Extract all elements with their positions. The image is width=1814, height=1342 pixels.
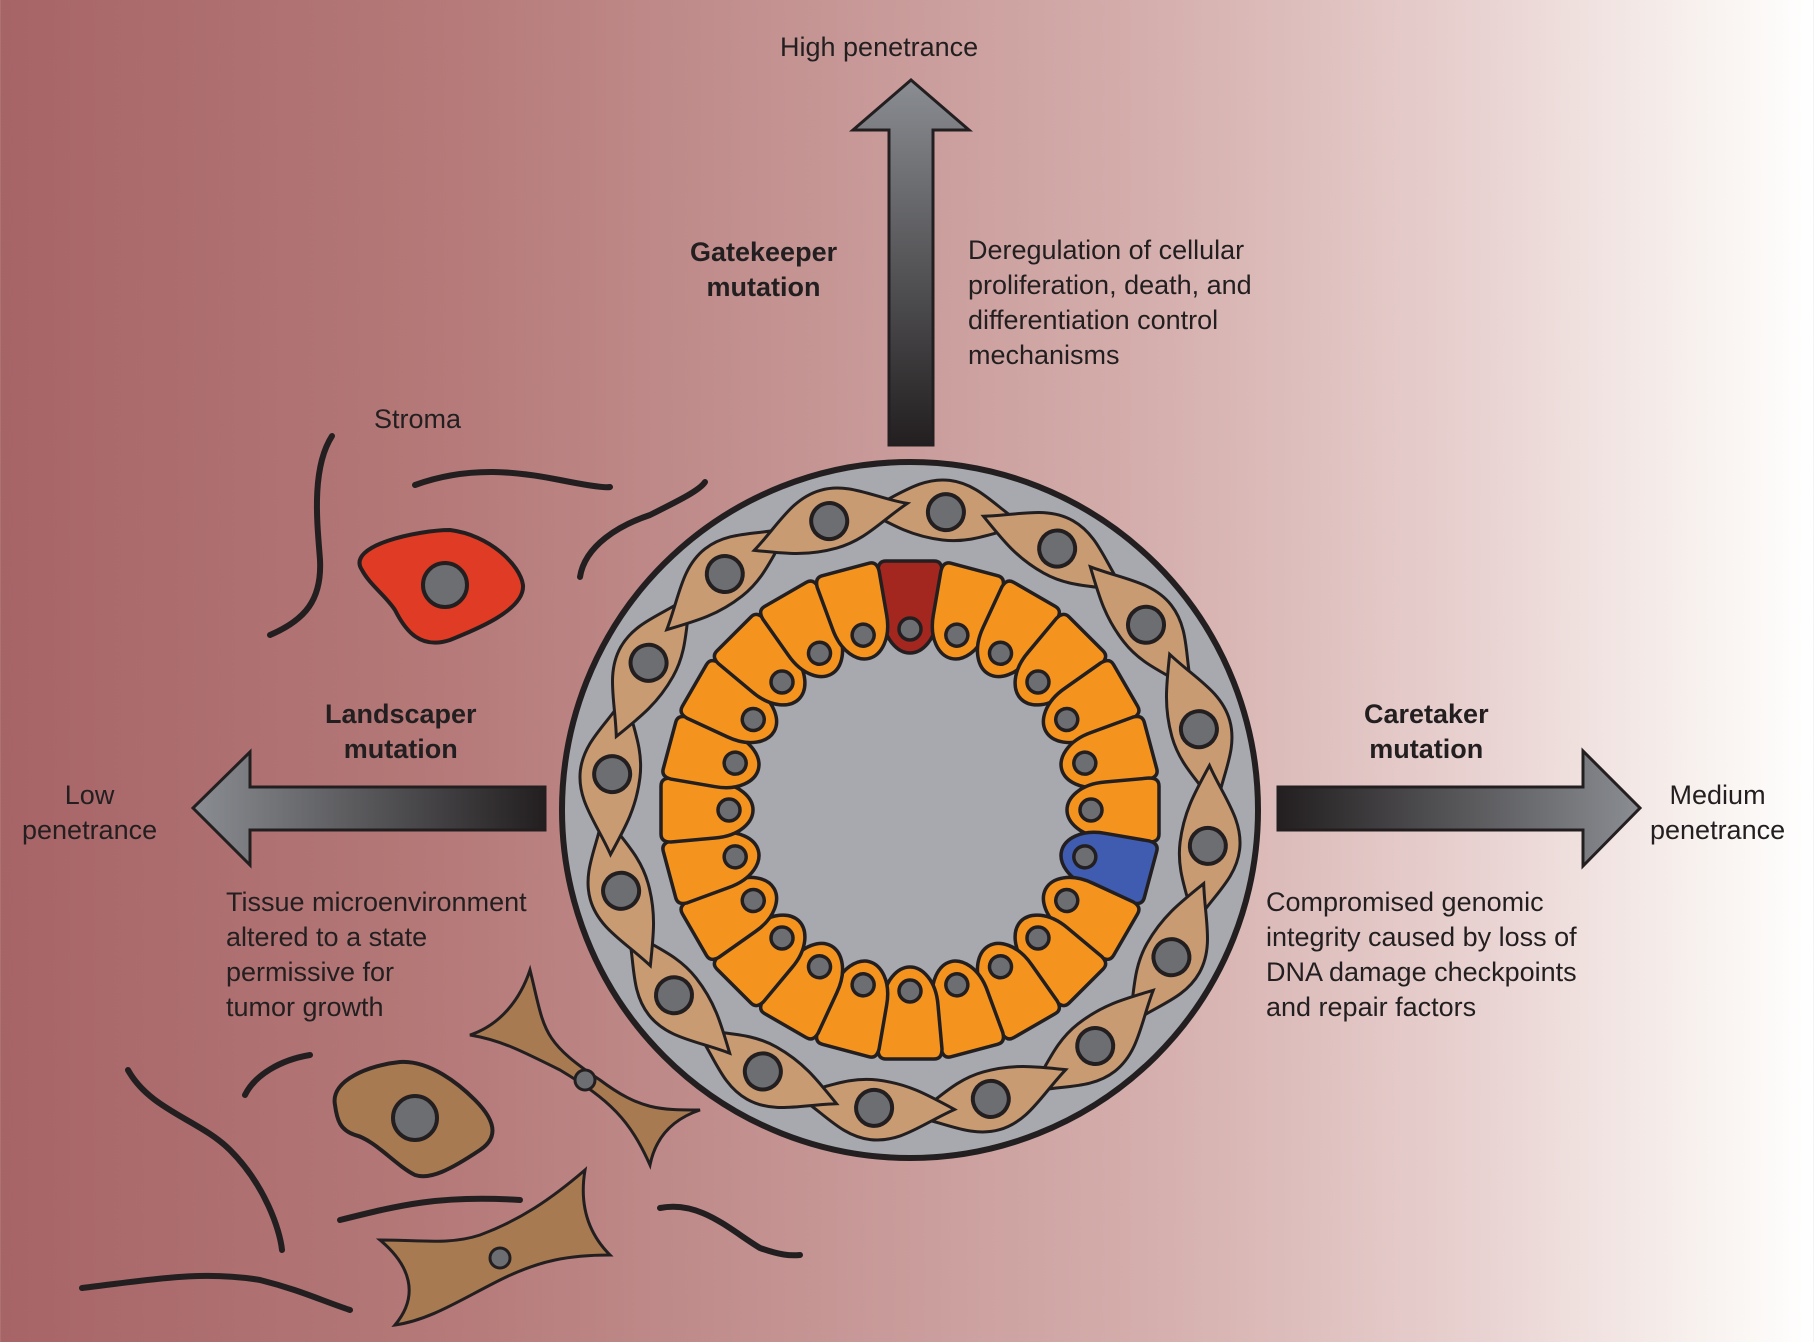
epithelial-cell: [1065, 776, 1161, 844]
epithelial-cell: [1013, 612, 1108, 707]
epithelial-cell: [814, 959, 890, 1059]
low-penetrance-label: Low penetrance: [22, 780, 158, 845]
caretaker-mutant-cell: [1059, 830, 1159, 906]
stromal-cell-red: [357, 527, 525, 645]
landscaper-arrow: [190, 748, 547, 869]
epithelial-layer: [659, 559, 1161, 1061]
epithelial-cell: [661, 714, 761, 790]
myoepithelial-layer: [578, 478, 1242, 1142]
myoepithelial-cell: [1088, 564, 1195, 694]
epithelial-cell: [679, 658, 779, 745]
stroma-fibers: [79, 433, 803, 1313]
epithelial-cell: [659, 776, 755, 844]
epithelial-cell: [661, 830, 761, 906]
landscaper-description: Tissue microenvironment altered to a sta…: [226, 887, 527, 1022]
fibroblast-cell: [332, 1059, 495, 1179]
myoepithelial-cell: [908, 1064, 1069, 1134]
epithelial-cell: [712, 612, 807, 707]
epithelial-cell: [1013, 913, 1108, 1008]
epithelial-cell: [679, 875, 779, 962]
epithelial-cell: [758, 941, 845, 1041]
epithelial-cell: [930, 959, 1006, 1059]
medium-penetrance-label: Medium penetrance: [1650, 780, 1786, 845]
epithelial-cell: [712, 913, 807, 1008]
gatekeeper-description: Deregulation of cellular proliferation, …: [968, 235, 1252, 370]
gatekeeper-label: Gatekeeper mutation: [690, 237, 838, 302]
epithelial-cell: [1041, 875, 1141, 962]
myoepithelial-cell: [980, 511, 1129, 594]
gatekeeper-mutant-cell: [876, 559, 944, 655]
myoepithelial-cell: [664, 525, 794, 632]
spindle-fibroblast: [469, 964, 701, 1170]
epithelial-cell: [930, 561, 1006, 661]
mammary-duct: [559, 459, 1261, 1161]
caretaker-arrow: [1276, 747, 1643, 870]
epithelial-cell: [876, 965, 944, 1061]
high-penetrance-label: High penetrance: [780, 32, 979, 62]
caretaker-label: Caretaker mutation: [1364, 699, 1489, 764]
spindle-fibroblast: [375, 1166, 614, 1328]
caretaker-description: Compromised genomic integrity caused by …: [1266, 887, 1577, 1022]
epithelial-cell: [975, 579, 1062, 679]
epithelial-cell: [814, 561, 890, 661]
myoepithelial-cell: [751, 486, 912, 556]
landscaper-label: Landscaper mutation: [325, 699, 477, 764]
epithelial-cell: [1059, 714, 1159, 790]
gatekeeper-arrow: [848, 78, 974, 447]
stroma-label: Stroma: [374, 404, 462, 434]
